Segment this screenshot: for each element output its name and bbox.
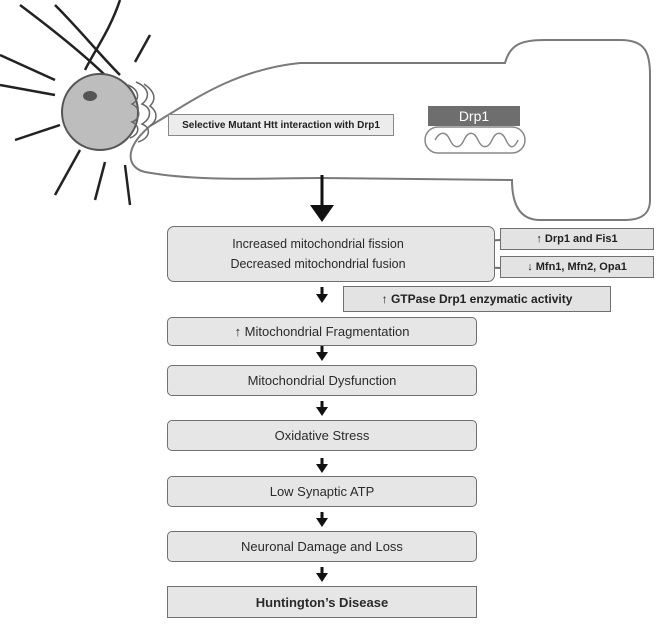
drp1-fis1-box: ↑ Drp1 and Fis1 [500,228,654,250]
dysfunction-box: Mitochondrial Dysfunction [167,365,477,396]
er-squiggles [127,81,157,143]
nucleolus [83,91,97,101]
mfn-opa-box: ↓ Mfn1, Mfn2, Opa1 [500,256,654,278]
gtpase-box: ↑ GTPase Drp1 enzymatic activity [343,286,611,312]
mitochondrion [424,126,526,154]
dendrite-lines [0,0,152,206]
drp1-label: Drp1 [428,106,520,126]
oxidative-stress-box: Oxidative Stress [167,420,477,451]
huntingtons-disease-box: Huntington’s Disease [167,586,477,618]
soma [61,73,139,151]
fragmentation-box: ↑ Mitochondrial Fragmentation [167,317,477,346]
mutant-htt-label: Selective Mutant Htt interaction with Dr… [168,114,394,136]
fusion-text: Decreased mitochondrial fusion [230,257,406,271]
flow-arrows [310,175,334,582]
fission-text: Increased mitochondrial fission [232,237,404,251]
fission-fusion-box: Increased mitochondrial fission Decrease… [167,226,495,282]
low-atp-box: Low Synaptic ATP [167,476,477,507]
neuronal-damage-box: Neuronal Damage and Loss [167,531,477,562]
